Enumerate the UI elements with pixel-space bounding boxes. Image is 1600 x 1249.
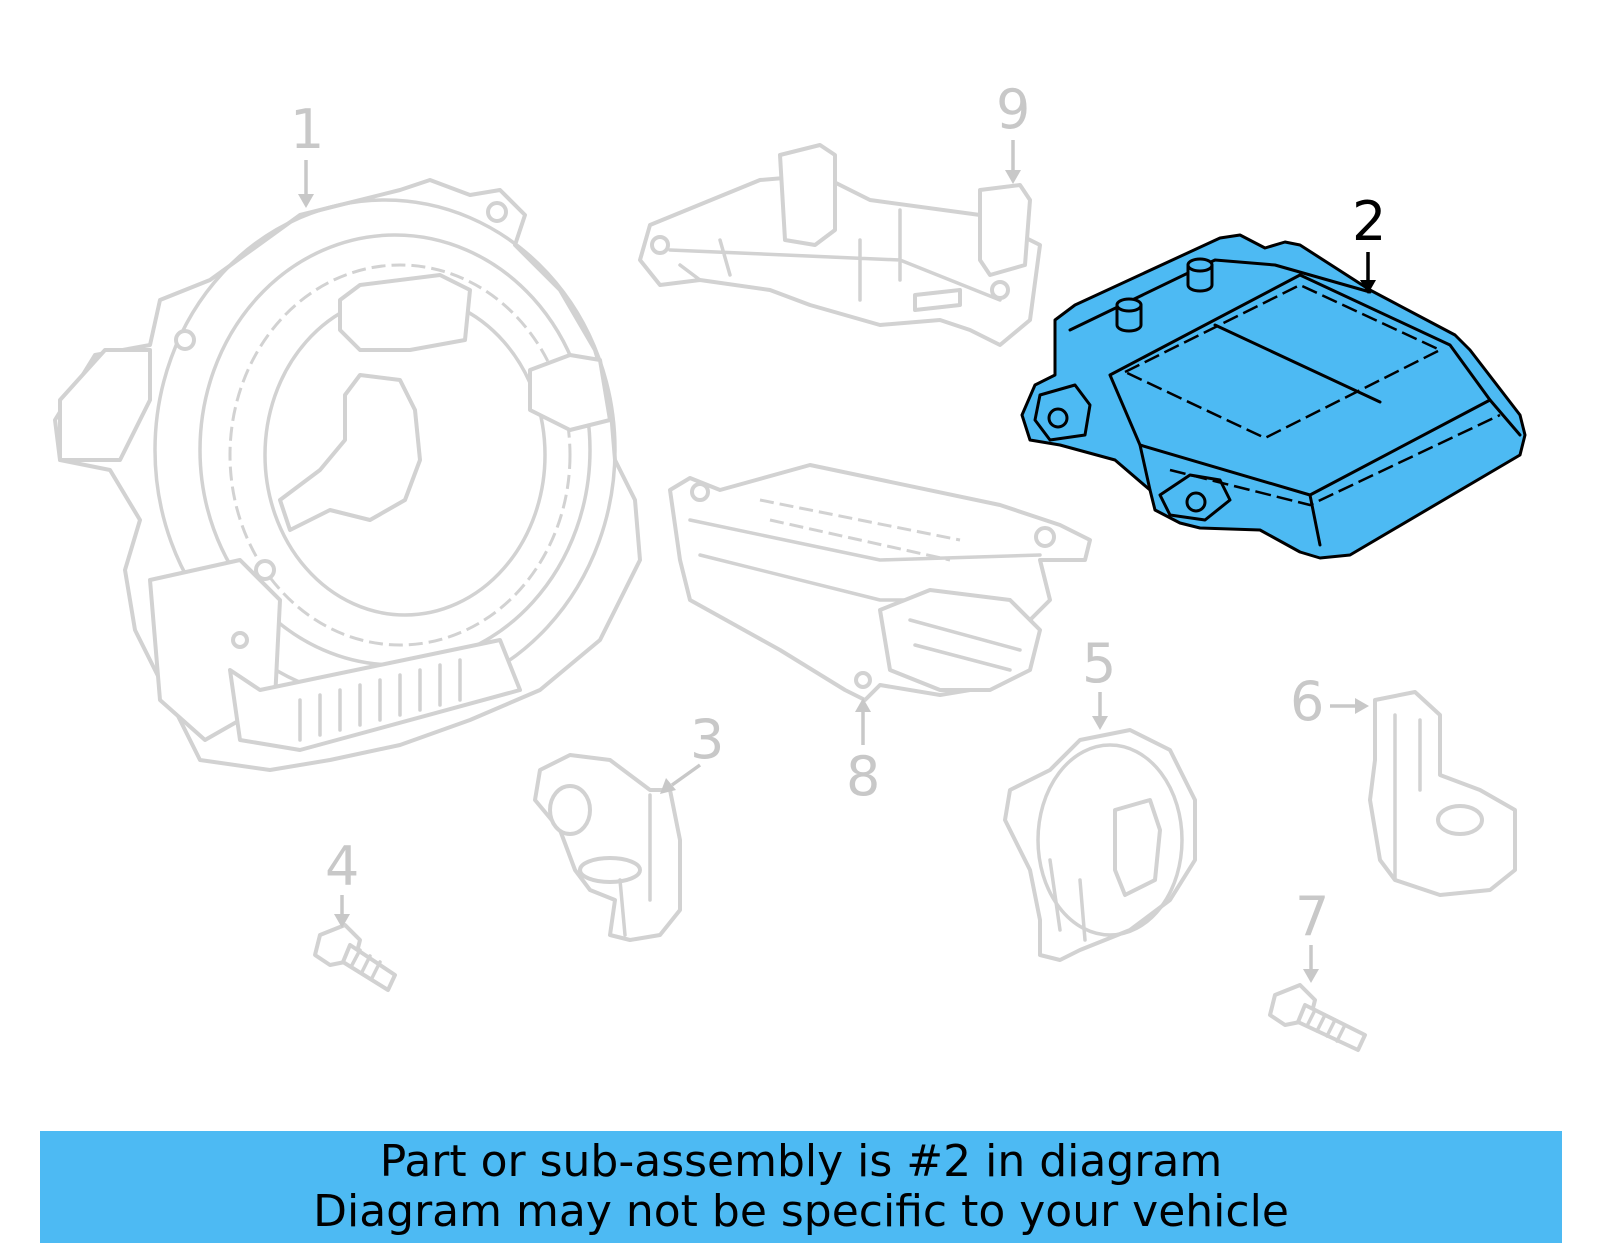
part-8-module: [668, 463, 1092, 702]
part-3-sensor: [533, 753, 682, 942]
callout-3-leader: [670, 763, 702, 787]
part-1-clock-spring: [53, 178, 642, 772]
callout-7-label: 7: [1295, 885, 1329, 948]
callout-9-label: 9: [996, 78, 1030, 141]
callout-6-arrowhead: [1355, 698, 1369, 714]
callout-6-label: 6: [1290, 670, 1324, 733]
callout-3-label: 3: [690, 708, 724, 771]
info-banner: Part or sub-assembly is #2 in diagram Di…: [40, 1131, 1562, 1243]
part-9-bracket: [638, 143, 1042, 347]
callout-8-label: 8: [846, 745, 880, 808]
callout-7-arrowhead: [1303, 969, 1319, 983]
callout-5-label: 5: [1082, 632, 1116, 695]
part-4-bolt: [313, 923, 397, 992]
callout-1-arrowhead: [298, 194, 314, 208]
part-5-sensor: [1003, 728, 1197, 962]
callout-1-label: 1: [290, 98, 324, 161]
callout-9-arrowhead: [1005, 170, 1021, 184]
callout-2-arrowhead: [1360, 280, 1376, 294]
part-2-control-module[interactable]: [1020, 233, 1527, 560]
callout-4-arrowhead: [334, 914, 350, 928]
part-7-bolt: [1268, 983, 1367, 1052]
callout-2-label: 2: [1352, 190, 1386, 253]
part-6-sensor: [1368, 690, 1517, 897]
banner-line-2: Diagram may not be specific to your vehi…: [313, 1186, 1289, 1237]
callout-4-label: 4: [325, 835, 359, 898]
callout-5-arrowhead: [1092, 716, 1108, 730]
callout-8-arrowhead: [855, 698, 871, 712]
banner-line-1: Part or sub-assembly is #2 in diagram: [379, 1136, 1223, 1187]
callout-3-arrowhead: [660, 778, 676, 794]
